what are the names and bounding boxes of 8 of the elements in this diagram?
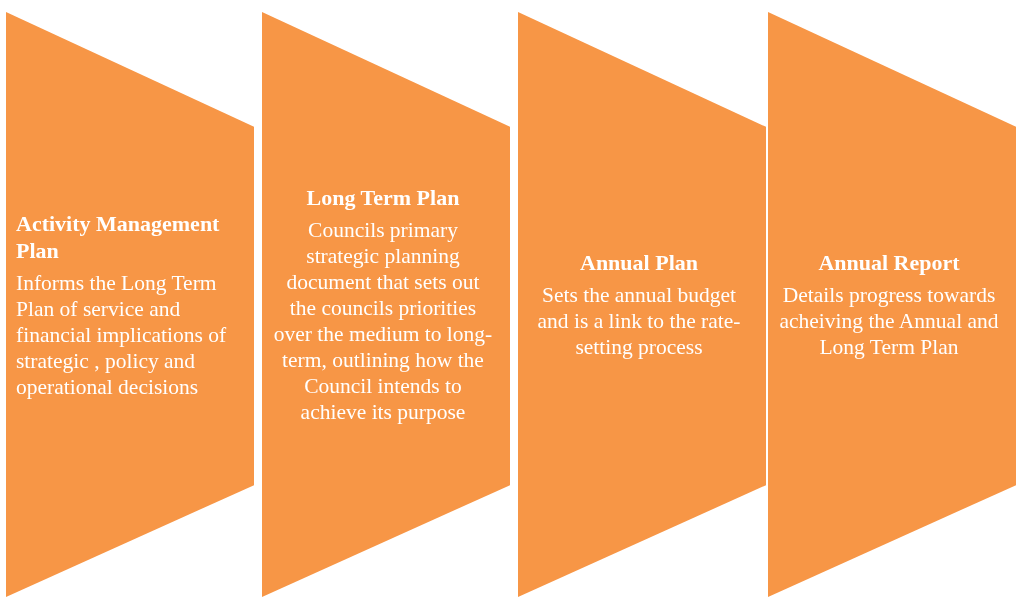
stage-heading: Activity Management Plan [16, 209, 221, 264]
stage-description: Sets the annual budget and is a link to the rate-setting process [536, 282, 742, 360]
stage-heading: Long Term Plan [305, 184, 461, 211]
stage-description: Informs the Long Term Plan of service and financial implications of strategic , policy and operational decisions [16, 269, 228, 400]
stage-description: Councils primary strategic planning document that sets out the councils priorities over the medium to long-term, outlining how the Council intends to achieve its purpose [272, 217, 494, 425]
stage-description: Details progress towards acheiving the Annual and Long Term Plan [778, 282, 1000, 360]
stage-heading: Annual Report [817, 249, 961, 276]
stage-heading: Annual Plan [579, 249, 699, 276]
